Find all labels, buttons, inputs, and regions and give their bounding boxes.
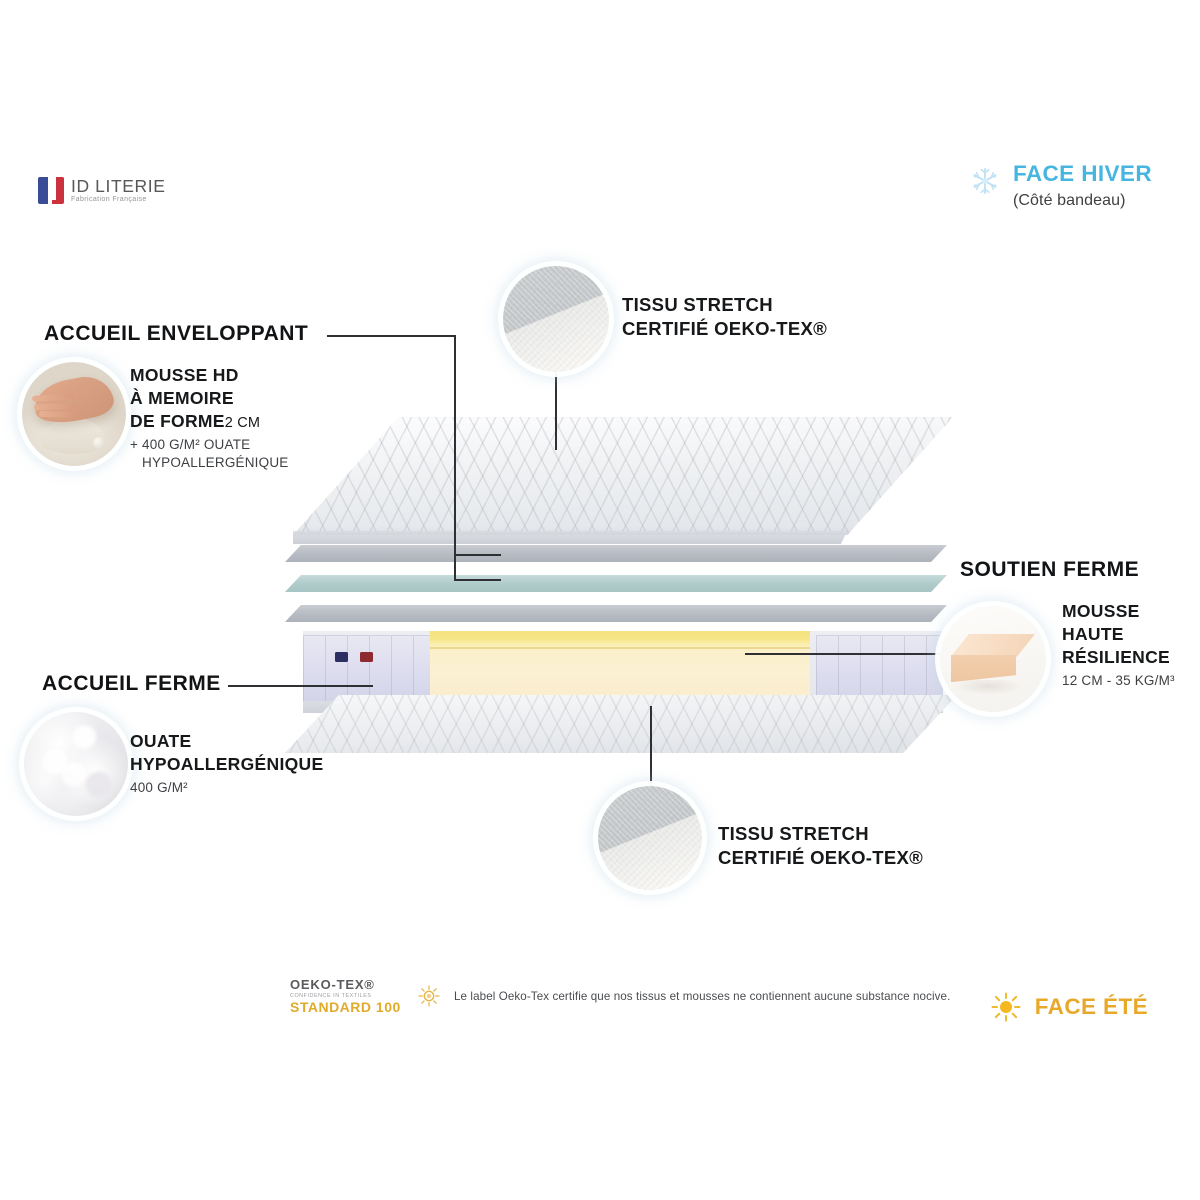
memory-foam-note-2: HYPOALLERGÉNIQUE bbox=[142, 455, 289, 471]
callout-accueil-enveloppant-heading: ACCUEIL ENVELOPPANT bbox=[44, 322, 309, 345]
face-ete-badge: FACE ÉTÉ bbox=[991, 992, 1148, 1022]
stretch-fabric-swatch-photo-top bbox=[503, 266, 609, 372]
face-hiver-subtitle: (Côté bandeau) bbox=[1012, 191, 1126, 209]
brand-name: ID LITERIE bbox=[71, 175, 166, 196]
navy-label-tag bbox=[335, 652, 348, 662]
wadding-line-1: OUATE bbox=[130, 731, 192, 751]
layer-wadding-bottom bbox=[285, 605, 947, 622]
hr-foam-line-3: RÉSILIENCE bbox=[1062, 647, 1171, 668]
callout-memory-foam-body: MOUSSE HD À MEMOIRE DE FORME2 CM + 400 G… bbox=[130, 364, 289, 472]
memory-foam-thickness: 2 CM bbox=[224, 415, 261, 432]
leader-firm-support bbox=[745, 653, 942, 655]
memory-foam-line-2: À MEMOIRE bbox=[130, 388, 234, 409]
memory-foam-line-3: DE FORME bbox=[130, 411, 225, 432]
oeko-tex-badge: OEKO-TEX® CONFIDENCE IN TEXTILES STANDAR… bbox=[290, 978, 408, 1015]
leader-enveloping-branch-1 bbox=[454, 554, 501, 556]
memory-foam-line-1: MOUSSE HD bbox=[130, 365, 239, 385]
memory-foam-hand-photo bbox=[22, 362, 126, 466]
wadding-spec: 400 G/M² bbox=[130, 780, 188, 796]
layer-bottom-quilted-panel bbox=[285, 695, 957, 753]
oeko-badge-line-1: OEKO-TEX® bbox=[290, 977, 375, 992]
layer-wadding-top bbox=[285, 545, 947, 562]
hr-foam-spec: 12 CM - 35 KG/M³ bbox=[1062, 673, 1175, 689]
core-side-panel-right bbox=[816, 635, 943, 705]
face-hiver-badge: FACE HIVER (Côté bandeau) bbox=[922, 161, 1152, 210]
oeko-badge-line-2: CONFIDENCE IN TEXTILES bbox=[290, 992, 372, 999]
leader-enveloping-v bbox=[454, 335, 456, 580]
callout-hr-foam-body: MOUSSE HAUTE RÉSILIENCE 12 CM - 35 KG/M³ bbox=[1062, 600, 1175, 690]
face-ete-title: FACE ÉTÉ bbox=[1034, 994, 1148, 1019]
red-label-tag bbox=[360, 652, 373, 662]
callout-stretch-fabric-bottom: TISSU STRETCH CERTIFIÉ OEKO-TEX® bbox=[718, 822, 923, 871]
callout-soutien-ferme-heading: SOUTIEN FERME bbox=[960, 558, 1140, 581]
hr-foam-line-2: HAUTE bbox=[1062, 624, 1124, 645]
layer-memory-foam bbox=[285, 575, 947, 592]
leader-stretch-top bbox=[555, 372, 557, 450]
wadding-line-2: HYPOALLERGÉNIQUE bbox=[130, 754, 324, 775]
leader-stretch-bottom bbox=[650, 706, 652, 788]
leader-firm-comfort bbox=[228, 685, 373, 687]
leader-enveloping-branch-2 bbox=[454, 579, 501, 581]
oeko-badge-line-3: STANDARD 100 bbox=[290, 998, 401, 1015]
leader-enveloping-h bbox=[327, 335, 455, 337]
memory-foam-note-1: + 400 G/M² OUATE bbox=[130, 437, 251, 453]
high-resilience-foam-block-photo bbox=[940, 606, 1046, 712]
callout-stretch-fabric-top: TISSU STRETCH CERTIFIÉ OEKO-TEX® bbox=[622, 293, 827, 342]
brand-tagline: Fabrication Française bbox=[71, 196, 147, 204]
sun-icon bbox=[991, 992, 1021, 1022]
mattress-exploded-view bbox=[285, 395, 965, 753]
stretch-top-line-2: CERTIFIÉ OEKO-TEX® bbox=[622, 318, 828, 340]
hr-foam-line-1: MOUSSE bbox=[1062, 601, 1140, 621]
oeko-tex-caption: Le label Oeko-Tex certifie que nos tissu… bbox=[454, 989, 951, 1003]
stretch-top-line-1: TISSU STRETCH bbox=[622, 294, 773, 315]
callout-accueil-ferme-heading: ACCUEIL FERME bbox=[42, 672, 221, 695]
oeko-tex-sun-icon bbox=[418, 985, 440, 1007]
brand-logo: ID LITERIE Fabrication Française bbox=[38, 168, 218, 212]
hypoallergenic-wadding-photo bbox=[24, 712, 128, 816]
callout-wadding-body: OUATE HYPOALLERGÉNIQUE 400 G/M² bbox=[130, 730, 323, 797]
face-hiver-title: FACE HIVER bbox=[1012, 161, 1152, 186]
stretch-fabric-swatch-photo-bottom bbox=[598, 786, 702, 890]
core-side-panel-left bbox=[303, 635, 430, 701]
layer-top-quilted-panel bbox=[293, 417, 953, 544]
french-flag-icon bbox=[38, 176, 64, 204]
snowflake-icon bbox=[973, 168, 997, 194]
stretch-bottom-line-1: TISSU STRETCH bbox=[718, 823, 869, 844]
oeko-tex-certification-footer: OEKO-TEX® CONFIDENCE IN TEXTILES STANDAR… bbox=[290, 978, 950, 1015]
stretch-bottom-line-2: CERTIFIÉ OEKO-TEX® bbox=[718, 847, 924, 869]
